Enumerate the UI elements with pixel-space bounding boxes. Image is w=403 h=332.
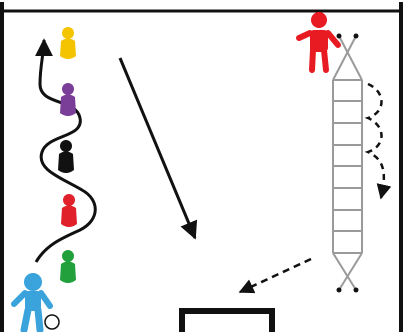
slalom-player-yellow: [60, 27, 76, 59]
ladder-footwork-arrow: [364, 82, 392, 200]
slalom-player-green: [60, 250, 76, 283]
slalom-player-red: [61, 194, 77, 227]
ball-icon: [44, 314, 60, 330]
slalom-player-black: [58, 140, 74, 173]
run-arrow: [118, 57, 198, 240]
start-player-blue: [11, 273, 53, 332]
goal-icon: [179, 308, 275, 332]
coach-red: [296, 12, 341, 73]
pass-arrow: [238, 257, 312, 294]
slalom-player-purple: [60, 83, 76, 116]
slalom-path: [34, 38, 97, 263]
agility-ladder: [332, 33, 363, 293]
